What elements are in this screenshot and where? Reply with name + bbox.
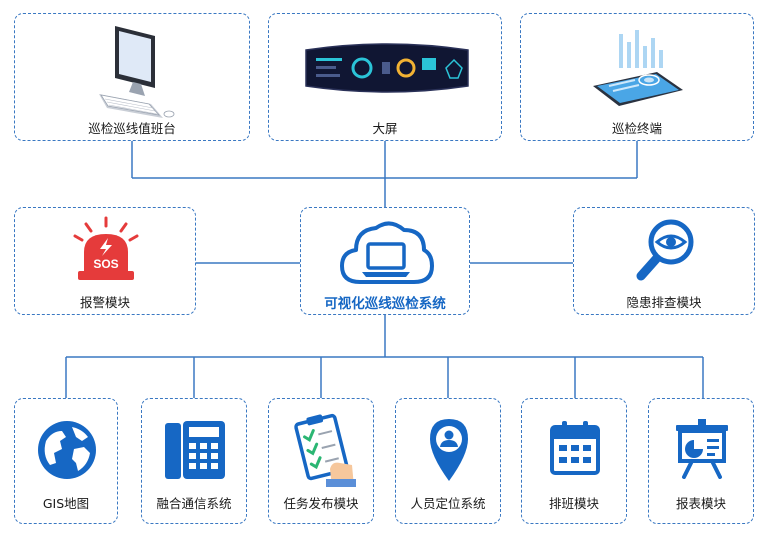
node-converged-comm: 融合通信系统 bbox=[141, 398, 247, 524]
cloud-laptop-icon bbox=[340, 221, 434, 284]
node-report-module: 报表模块 bbox=[648, 398, 754, 524]
svg-text:SOS: SOS bbox=[93, 257, 118, 271]
node-hazard-check-module: 隐患排查模块 bbox=[573, 207, 755, 315]
node-converged-comm-label: 融合通信系统 bbox=[156, 496, 232, 511]
node-visual-inspection-system-label: 可视化巡线巡检系统 bbox=[324, 296, 446, 312]
node-gis-map-label: GIS地图 bbox=[42, 496, 90, 511]
magnifier-eye-icon bbox=[636, 219, 694, 281]
node-inspection-terminal-label: 巡检终端 bbox=[611, 121, 662, 136]
node-alarm-module: SOS 报警模块 bbox=[14, 207, 196, 315]
node-report-module-label: 报表模块 bbox=[675, 496, 726, 511]
globe-icon bbox=[38, 421, 96, 479]
node-big-screen-label: 大屏 bbox=[372, 121, 398, 136]
desk-phone-icon bbox=[165, 421, 225, 479]
node-hazard-check-module-label: 隐患排查模块 bbox=[626, 295, 702, 310]
node-big-screen: 大屏 bbox=[268, 13, 502, 141]
node-inspection-terminal: 巡检终端 bbox=[520, 13, 754, 141]
clipboard-check-icon bbox=[294, 413, 356, 487]
presentation-board-icon bbox=[676, 419, 728, 479]
desktop-computer-icon bbox=[99, 26, 175, 118]
node-duty-console: 巡检巡线值班台 bbox=[14, 13, 250, 141]
node-personnel-location-label: 人员定位系统 bbox=[410, 496, 486, 511]
calendar-icon bbox=[550, 421, 600, 475]
node-visual-inspection-system: 可视化巡线巡检系统 bbox=[300, 207, 470, 315]
node-shift-schedule: 排班模块 bbox=[521, 398, 627, 524]
node-task-publish: 任务发布模块 bbox=[268, 398, 374, 524]
curved-screen-icon bbox=[305, 43, 469, 93]
node-task-publish-label: 任务发布模块 bbox=[283, 496, 359, 511]
sos-alarm-icon: SOS bbox=[73, 216, 139, 280]
node-alarm-module-label: 报警模块 bbox=[79, 295, 130, 310]
node-duty-console-label: 巡检巡线值班台 bbox=[88, 121, 176, 136]
tablet-dashboard-icon bbox=[593, 30, 683, 106]
node-gis-map: GIS地图 bbox=[14, 398, 118, 524]
location-pin-icon bbox=[430, 419, 468, 481]
node-shift-schedule-label: 排班模块 bbox=[548, 496, 599, 511]
node-personnel-location: 人员定位系统 bbox=[395, 398, 501, 524]
